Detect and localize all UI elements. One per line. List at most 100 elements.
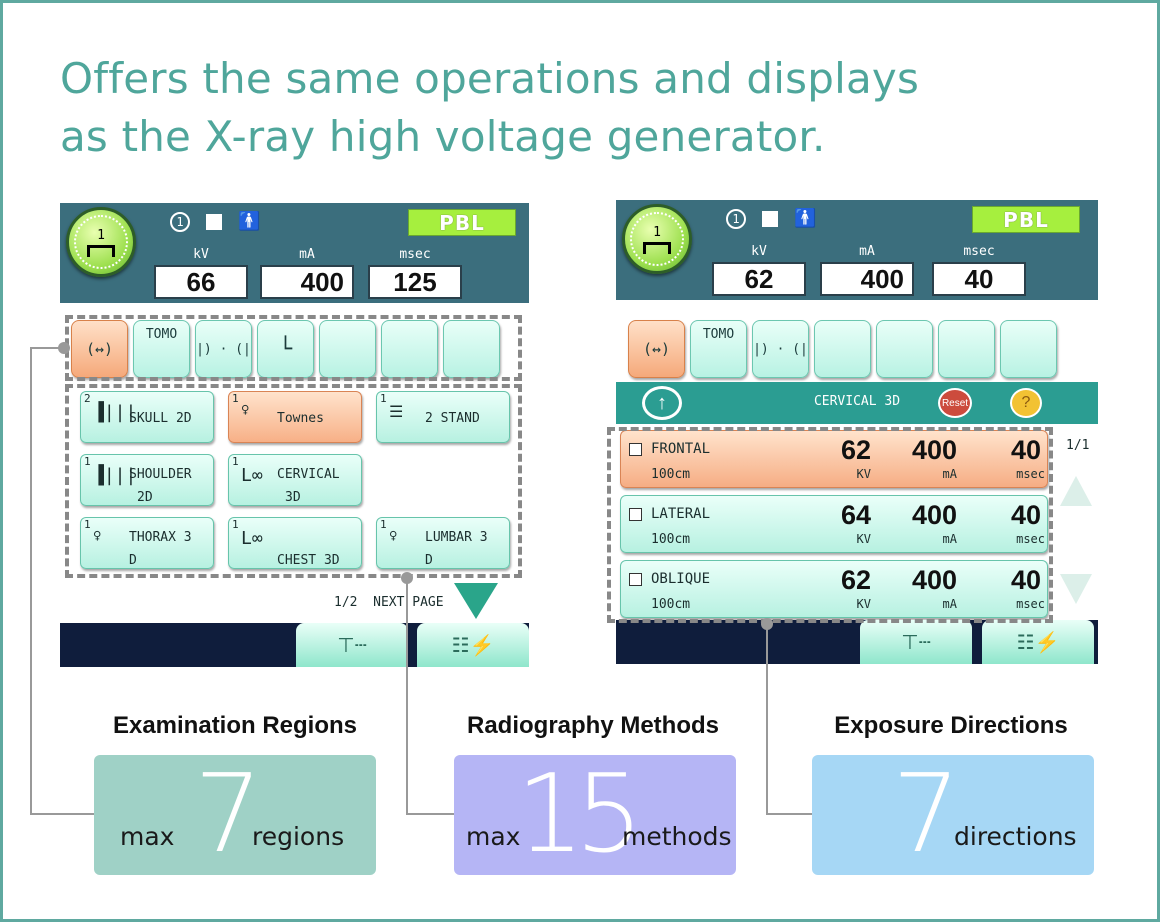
person-icon: 🚹: [238, 211, 261, 232]
kv-value[interactable]: 66: [154, 265, 248, 299]
method-count: 1: [380, 392, 387, 405]
direction-row-frontal[interactable]: FRONTAL 100cm 62 KV 400 mA 40 msec: [620, 430, 1048, 488]
kv-label: kV: [751, 244, 767, 259]
head-icon: (↔): [85, 340, 114, 358]
pbl-indicator[interactable]: PBL: [972, 206, 1080, 233]
direction-ma-unit: mA: [942, 467, 957, 481]
method-2-stand-button[interactable]: 1 ☰ 2 STAND: [376, 391, 510, 443]
region-foot-button[interactable]: └: [257, 320, 314, 378]
kv-value[interactable]: 62: [712, 262, 806, 296]
method-count: 1: [232, 392, 239, 405]
scroll-up-arrow-icon[interactable]: [1060, 476, 1092, 506]
generator-icon: ☷⚡: [1016, 631, 1060, 654]
method-count: 1: [84, 455, 91, 468]
method-label-line-2: D: [129, 553, 137, 568]
method-label-line-2: 2D: [137, 490, 153, 505]
region-head-button[interactable]: (↔): [71, 320, 128, 378]
kv-param[interactable]: kV 66: [154, 247, 248, 299]
method-title: CERVICAL 3D: [813, 394, 901, 409]
directions-count: 7: [892, 752, 961, 877]
regions-unit: regions: [252, 822, 345, 851]
ma-value[interactable]: 400: [260, 265, 354, 299]
regions-callout-line-h2: [30, 813, 96, 815]
direction-row-lateral[interactable]: LATERAL 100cm 64 KV 400 mA 40 msec: [620, 495, 1048, 553]
table-icon: [643, 241, 671, 254]
foot-icon: └: [278, 336, 293, 362]
spine-icon: |) · (|: [196, 341, 251, 357]
ma-label: mA: [859, 244, 875, 259]
pbl-indicator[interactable]: PBL: [408, 209, 516, 236]
mode-dial-button[interactable]: 1: [66, 207, 136, 277]
xray-tube-icon: ▐|||: [93, 402, 137, 423]
direction-checkbox[interactable]: [629, 508, 642, 521]
method-skull-2d-button[interactable]: 2 ▐||| SKULL 2D: [80, 391, 214, 443]
msec-value[interactable]: 125: [368, 265, 462, 299]
ma-value[interactable]: 400: [820, 262, 914, 296]
region-tomo-button[interactable]: TOMO: [690, 320, 747, 378]
direction-msec-unit: msec: [1016, 532, 1045, 546]
methods-count: 15: [516, 752, 643, 877]
indicator-number-icon: 1: [170, 211, 190, 232]
help-button[interactable]: ?: [1010, 388, 1042, 418]
msec-value[interactable]: 40: [932, 262, 1026, 296]
region-tomo-button[interactable]: TOMO: [133, 320, 190, 378]
region-empty-button-5[interactable]: [319, 320, 376, 378]
cervical-icon: L∞: [241, 465, 263, 486]
region-head-button[interactable]: (↔): [628, 320, 685, 378]
region-empty-button-4[interactable]: [814, 320, 871, 378]
direction-name: FRONTAL: [651, 441, 711, 457]
region-empty-button-7[interactable]: [443, 320, 500, 378]
reset-button[interactable]: Reset: [938, 388, 972, 418]
method-townes-button[interactable]: 1 ♀ Townes: [228, 391, 362, 443]
region-spine-button[interactable]: |) · (|: [195, 320, 252, 378]
tube-stand-tab[interactable]: ⊤┄: [296, 623, 408, 667]
regions-count: 7: [194, 752, 263, 877]
mode-number: 1: [97, 227, 105, 243]
kv-param[interactable]: kV 62: [712, 244, 806, 296]
region-spine-button[interactable]: |) · (|: [752, 320, 809, 378]
method-count: 1: [232, 455, 239, 468]
back-arrow-icon: ↑: [657, 391, 667, 414]
scroll-down-arrow-icon[interactable]: [1060, 574, 1092, 604]
methods-callout-line-v: [406, 578, 408, 815]
regions-callout-line-v: [30, 347, 32, 815]
method-label-line-2: CHEST 3D: [277, 553, 340, 568]
indicator-number-icon: 1: [726, 208, 746, 229]
region-empty-button-6[interactable]: [938, 320, 995, 378]
mode-dial-button[interactable]: 1: [622, 204, 692, 274]
ma-param[interactable]: mA 400: [820, 244, 914, 296]
directions-unit: directions: [954, 822, 1077, 851]
square-icon: [206, 213, 222, 230]
method-chest-3d-button[interactable]: 1 L∞ CHEST 3D: [228, 517, 362, 569]
region-empty-button-5[interactable]: [876, 320, 933, 378]
left-console-screen: 1 1 🚹 PBL kV 66 mA 400 msec 125 (↔) TOMO…: [60, 203, 529, 667]
tube-stand-tab[interactable]: ⊤┄: [860, 620, 972, 664]
mode-number: 1: [653, 224, 661, 240]
table-patient-icon: ♀: [389, 528, 398, 544]
tube-stand-icon: ⊤┄: [337, 634, 367, 657]
tomo-label: TOMO: [145, 327, 178, 342]
msec-param[interactable]: msec 125: [368, 247, 462, 299]
generator-tab[interactable]: ☷⚡: [417, 623, 529, 667]
msec-param[interactable]: msec 40: [932, 244, 1026, 296]
ma-param[interactable]: mA 400: [260, 247, 354, 299]
stand-icon: ☰: [389, 402, 404, 421]
tomo-label: TOMO: [702, 327, 735, 342]
direction-msec: 40: [1010, 435, 1041, 465]
direction-checkbox[interactable]: [629, 443, 642, 456]
direction-checkbox[interactable]: [629, 573, 642, 586]
next-page-arrow-icon[interactable]: [454, 583, 498, 619]
direction-row-oblique[interactable]: OBLIQUE 100cm 62 KV 400 mA 40 msec: [620, 560, 1048, 618]
directions-highlight-box: [607, 427, 1053, 623]
region-empty-button-6[interactable]: [381, 320, 438, 378]
direction-msec-unit: msec: [1016, 467, 1045, 481]
method-label-line-1: SHOULDER: [129, 467, 192, 482]
region-empty-button-7[interactable]: [1000, 320, 1057, 378]
generator-tab[interactable]: ☷⚡: [982, 620, 1094, 664]
directions-callout-line-v: [766, 624, 768, 815]
back-button[interactable]: ↑: [642, 386, 682, 420]
